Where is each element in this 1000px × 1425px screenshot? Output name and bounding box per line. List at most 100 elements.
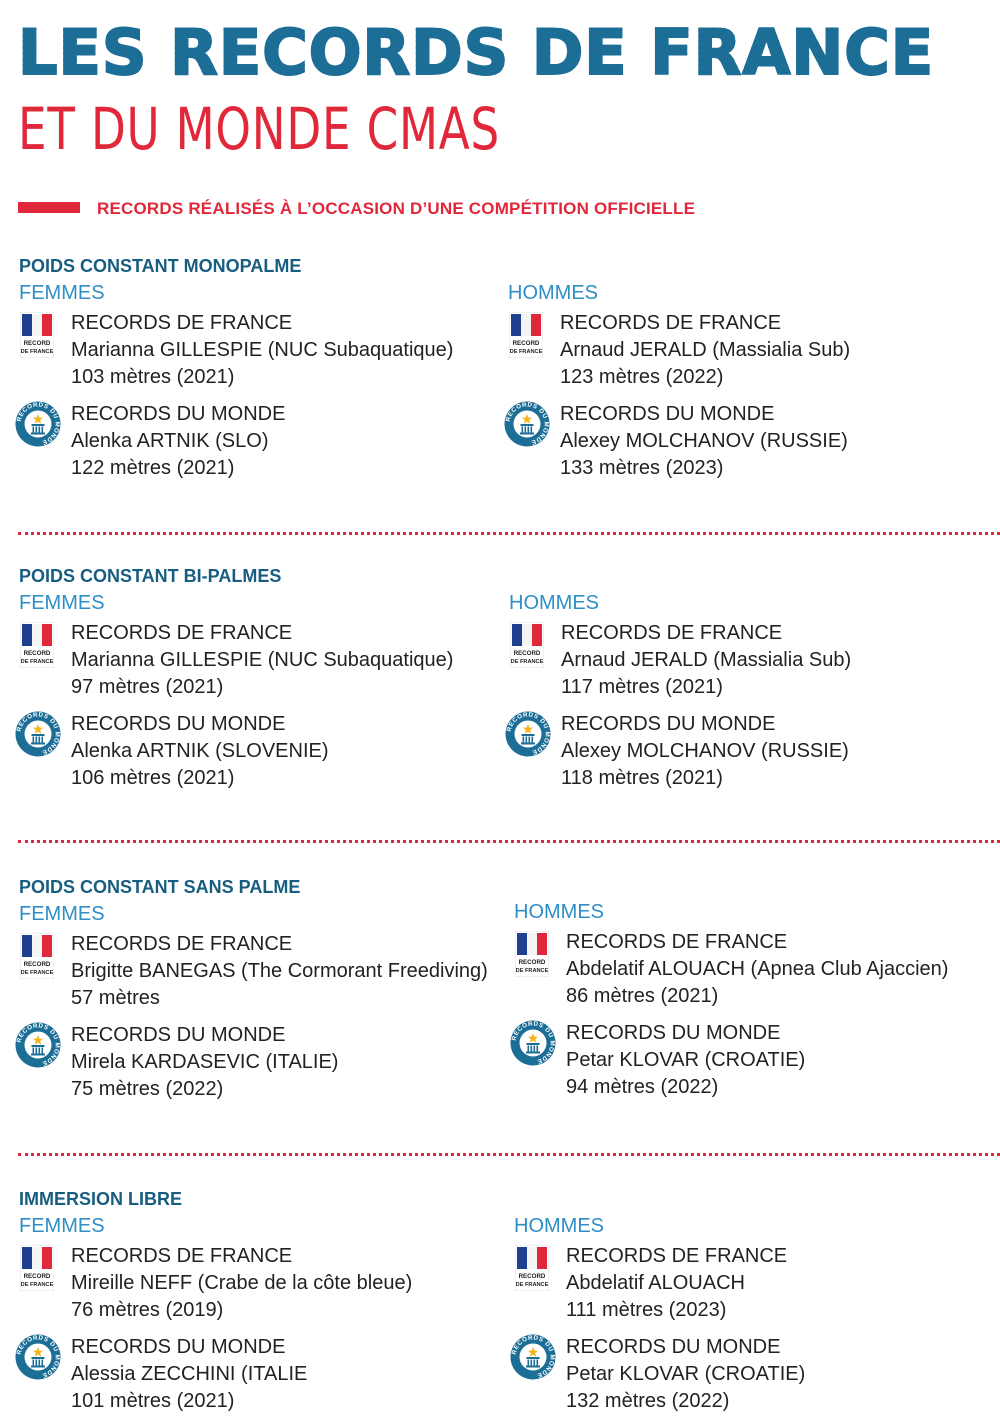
record-type: RECORDS DE FRANCE <box>566 931 788 953</box>
record-athlete: Mireille NEFF (Crabe de la côte bleue) <box>71 1272 413 1294</box>
record-de-france-flag-icon: RECORD DE FRANCE <box>19 1244 55 1292</box>
record-athlete: Alexey MOLCHANOV (RUSSIE) <box>560 430 848 452</box>
record-result: 86 mètres (2021) <box>566 985 719 1007</box>
dotted-separator <box>18 840 1000 843</box>
gender-label: HOMMES <box>509 592 599 614</box>
gender-label: FEMMES <box>19 592 105 614</box>
record-type: RECORDS DE FRANCE <box>71 1245 293 1267</box>
record-athlete: Petar KLOVAR (CROATIE) <box>566 1049 806 1071</box>
record-type: RECORDS DE FRANCE <box>71 933 293 955</box>
record-athlete: Brigitte BANEGAS (The Cormorant Freedivi… <box>71 960 488 982</box>
records-du-monde-badge-icon: RECORDS DU MONDE <box>15 1022 61 1068</box>
record-type: RECORDS DU MONDE <box>566 1022 781 1044</box>
world-record: RECORDS DU MONDE RECORDS DU MONDE Petar KL… <box>510 1020 994 1108</box>
record-athlete: Marianna GILLESPIE (NUC Subaquatique) <box>71 649 454 671</box>
records-du-monde-badge-icon: RECORDS DU MONDE <box>15 711 61 757</box>
subtitle-accent-bar <box>18 202 80 213</box>
record-result: 117 mètres (2021) <box>561 676 723 698</box>
record-result: 57 mètres <box>71 987 160 1009</box>
record-type: RECORDS DE FRANCE <box>560 312 782 334</box>
record-type: RECORDS DU MONDE <box>71 1336 286 1358</box>
svg-text:RECORD: RECORD <box>24 1273 51 1280</box>
svg-text:DE FRANCE: DE FRANCE <box>21 659 54 665</box>
record-result: 101 mètres (2021) <box>71 1390 235 1412</box>
record-details: RECORDS DE FRANCE Arnaud JERALD (Massiali… <box>560 310 850 391</box>
record-details: RECORDS DE FRANCE Marianna GILLESPIE (NUC… <box>71 310 453 391</box>
svg-text:RECORD: RECORD <box>24 961 51 968</box>
record-details: RECORDS DE FRANCE Mireille NEFF (Crabe de… <box>71 1243 412 1324</box>
record-details: RECORDS DE FRANCE Abdelatif ALOUACH 111 mè… <box>566 1243 787 1324</box>
records-du-monde-badge-icon: RECORDS DU MONDE <box>15 1334 61 1380</box>
record-result: 132 mètres (2022) <box>566 1390 730 1412</box>
record-athlete: Arnaud JERALD (Massialia Sub) <box>560 339 851 361</box>
record-type: RECORDS DE FRANCE <box>71 622 293 644</box>
svg-text:DE FRANCE: DE FRANCE <box>516 1282 549 1288</box>
record-athlete: Marianna GILLESPIE (NUC Subaquatique) <box>71 339 454 361</box>
record-athlete: Mirela KARDASEVIC (ITALIE) <box>71 1051 339 1073</box>
svg-text:DE FRANCE: DE FRANCE <box>21 1282 54 1288</box>
competition-note: RECORDS RÉALISÉS À L’OCCASION D’UNE COMP… <box>97 199 696 218</box>
record-type: RECORDS DE FRANCE <box>566 1245 788 1267</box>
record-details: RECORDS DE FRANCE Marianna GILLESPIE (NUC… <box>71 620 453 701</box>
record-result: 76 mètres (2019) <box>71 1299 224 1321</box>
section-title: IMMERSION LIBRE <box>19 1189 183 1209</box>
gender-label: FEMMES <box>19 282 105 304</box>
section-title: POIDS CONSTANT SANS PALME <box>19 877 301 897</box>
record-athlete: Petar KLOVAR (CROATIE) <box>566 1363 806 1385</box>
record-result: 123 mètres (2022) <box>560 366 724 388</box>
section-title: POIDS CONSTANT MONOPALME <box>19 256 302 276</box>
svg-text:RECORD: RECORD <box>514 650 541 657</box>
gender-label: FEMMES <box>19 1215 105 1237</box>
records-du-monde-badge-icon: RECORDS DU MONDE <box>510 1020 556 1066</box>
women-column: FEMMES RECORD DE FRANCE RECORDS DE FRANCE Ma… <box>15 592 499 802</box>
record-result: 133 mètres (2023) <box>560 457 724 479</box>
record-athlete: Alenka ARTNIK (SLOVENIE) <box>71 740 329 762</box>
records-du-monde-badge-icon: RECORDS DU MONDE <box>510 1334 556 1380</box>
record-de-france-flag-icon: RECORD DE FRANCE <box>19 621 55 669</box>
record-details: RECORDS DU MONDE Alessia ZECCHINI (ITALIE… <box>71 1334 307 1415</box>
page-subtitle: ET DU MONDE CMAS <box>18 95 500 163</box>
record-result: 106 mètres (2021) <box>71 767 235 789</box>
record-result: 97 mètres (2021) <box>71 676 224 698</box>
world-record: RECORDS DU MONDE RECORDS DU MONDE Alessia … <box>15 1334 499 1422</box>
svg-text:RECORD: RECORD <box>24 650 51 657</box>
france-record: RECORD DE FRANCE RECORDS DE FRANCE Mireille… <box>19 1243 499 1331</box>
record-result: 111 mètres (2023) <box>566 1299 727 1321</box>
record-athlete: Abdelatif ALOUACH <box>566 1272 745 1294</box>
record-athlete: Alessia ZECCHINI (ITALIE <box>71 1363 308 1385</box>
women-column: FEMMES RECORD DE FRANCE RECORDS DE FRANCE Mi… <box>15 1215 499 1425</box>
record-type: RECORDS DU MONDE <box>71 403 286 425</box>
section-title: POIDS CONSTANT BI-PALMES <box>19 566 282 586</box>
records-du-monde-badge-icon: RECORDS DU MONDE <box>505 711 551 757</box>
record-athlete: Alenka ARTNIK (SLO) <box>71 430 269 452</box>
dotted-separator <box>18 532 1000 535</box>
record-type: RECORDS DE FRANCE <box>71 312 293 334</box>
svg-text:DE FRANCE: DE FRANCE <box>510 349 543 355</box>
record-type: RECORDS DE FRANCE <box>561 622 783 644</box>
record-result: 118 mètres (2021) <box>561 767 723 789</box>
records-du-monde-badge-icon: RECORDS DU MONDE <box>504 401 550 447</box>
